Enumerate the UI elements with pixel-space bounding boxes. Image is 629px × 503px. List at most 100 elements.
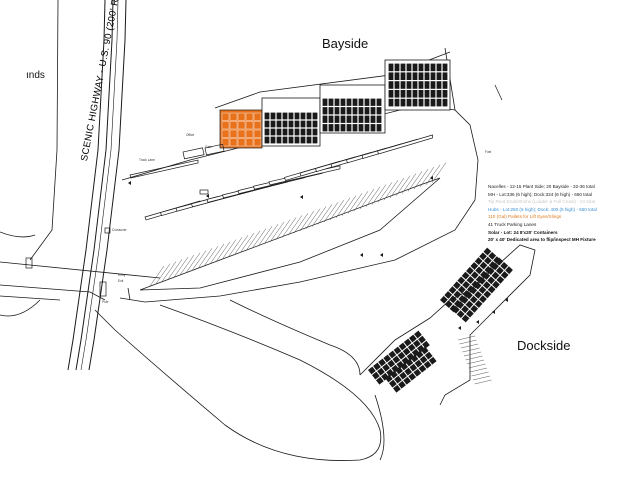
marker — [300, 195, 303, 199]
storage-cell — [412, 81, 418, 89]
storage-cell — [288, 112, 294, 120]
dockside-cell — [466, 266, 474, 275]
orange-cell — [253, 138, 262, 147]
orange-cell — [253, 121, 262, 130]
storage-cell — [364, 98, 370, 106]
storage-cell — [294, 128, 300, 136]
dockside-cell — [419, 355, 428, 364]
entrance-road — [0, 257, 161, 301]
orange-cell — [237, 138, 246, 147]
hatch-line — [359, 188, 375, 210]
bayside-storage-blocks — [219, 59, 451, 149]
storage-cell — [364, 115, 370, 123]
marker — [458, 326, 461, 330]
dockside-cell — [469, 295, 478, 304]
dockside-cell — [448, 286, 457, 295]
bayside-label: Bayside — [322, 36, 369, 51]
dockside-cell — [383, 354, 392, 363]
hatch-line — [209, 243, 225, 265]
hatch-line — [419, 166, 435, 188]
dockside-cell — [461, 314, 470, 323]
lot-markers — [128, 176, 508, 330]
dockside-cell — [373, 362, 381, 371]
dockside-cell — [390, 370, 398, 379]
dockside-cell — [465, 300, 474, 309]
storage-cell — [312, 112, 318, 120]
dockside-cell — [398, 380, 406, 389]
dockside-cell — [457, 285, 466, 294]
storage-cell — [388, 81, 394, 89]
dockside-cell — [491, 262, 499, 271]
hatch-line — [389, 177, 405, 199]
dockside-cell — [404, 367, 413, 376]
storage-cell — [282, 128, 288, 136]
hatch-line — [275, 219, 291, 240]
orange-cell — [229, 138, 238, 147]
crossover-label: Crossover — [112, 228, 127, 232]
storage-cell — [418, 81, 424, 89]
storage-cell — [300, 136, 306, 144]
dockside-hatch-line — [466, 359, 485, 365]
storage-cell — [276, 120, 282, 128]
dockside-cell — [378, 358, 386, 367]
dockside-cell — [397, 351, 406, 360]
dockside-cell — [418, 335, 426, 344]
hatch-line — [149, 265, 165, 287]
dockside-cell — [456, 310, 465, 319]
dockside-cell — [453, 281, 461, 290]
hatch-line — [251, 228, 267, 249]
storage-cell — [334, 115, 340, 123]
dockside-cell — [444, 291, 453, 299]
hatch-line — [383, 180, 399, 201]
hatch-line — [407, 171, 423, 192]
storage-cell — [340, 115, 346, 123]
marker — [505, 298, 508, 302]
dockside-hatch — [457, 335, 492, 385]
dockside-cell — [403, 376, 411, 385]
storage-cell — [312, 120, 318, 128]
storage-cell — [430, 98, 436, 107]
storage-cell — [264, 120, 270, 128]
storage-cell — [322, 115, 328, 123]
storage-cell — [370, 107, 376, 115]
storage-cell — [394, 72, 400, 80]
dockside-cell — [488, 251, 497, 260]
hatch-line — [335, 197, 351, 218]
entry-label: Entry — [118, 273, 126, 277]
dockside-cell — [457, 276, 466, 285]
storage-cell — [400, 72, 406, 80]
dockside-cell — [492, 280, 500, 289]
storage-cell — [442, 72, 448, 80]
marker — [380, 253, 383, 257]
marker — [360, 253, 363, 257]
legend-item: MH - Lot:336 (6 high); Dock:324 (6 high)… — [488, 191, 592, 197]
dockside-cell — [420, 346, 429, 355]
legend-item: Nacelles - 12-15 Plant Side; 20 Bayside … — [488, 184, 595, 189]
storage-cell — [406, 63, 412, 72]
storage-cell — [276, 112, 282, 120]
storage-cell — [352, 124, 358, 132]
storage-cell — [306, 120, 312, 128]
marker — [492, 310, 495, 314]
storage-cell — [312, 128, 318, 136]
dockside-cell — [505, 266, 513, 275]
storage-cell — [424, 72, 430, 80]
dockside-cell — [474, 300, 483, 308]
storage-cell — [364, 124, 370, 132]
hatch-line — [239, 232, 255, 254]
storage-cell — [352, 107, 358, 115]
dockside-cell — [486, 267, 495, 276]
orange-cell — [245, 121, 254, 130]
legend-item: Solar - Lot: 24 8'x20' Containers — [488, 229, 558, 235]
dockside-cell — [414, 330, 422, 339]
hatch-line — [299, 210, 315, 232]
left-boundary — [0, 0, 59, 317]
storage-cell — [288, 136, 294, 144]
orange-cell — [221, 121, 230, 130]
storage-cell — [294, 120, 300, 128]
dockside-cell — [395, 366, 403, 375]
hatch-line — [221, 239, 237, 260]
dockside-cell — [392, 355, 401, 364]
hatch-line — [341, 195, 357, 216]
